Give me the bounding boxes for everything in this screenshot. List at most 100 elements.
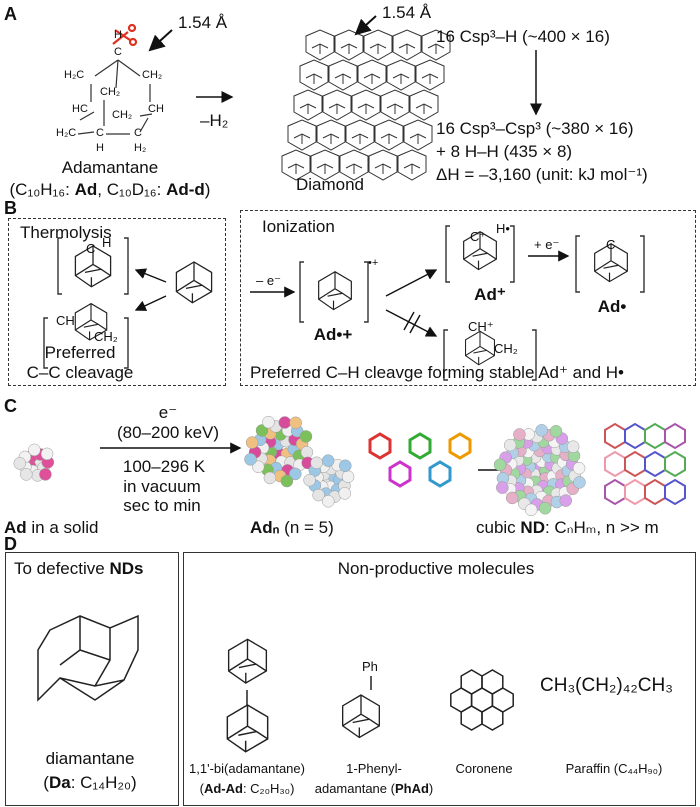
adamantane-formula: (C₁₀H₁₆: Ad, C₁₀D₁₆: Ad-d): [9, 180, 211, 199]
atom-h: H: [114, 29, 122, 41]
lattice-cell: [299, 59, 329, 91]
atom-sphere: [263, 471, 277, 485]
thermo-arrow-up: [134, 268, 167, 283]
non-productive-box: [183, 552, 696, 806]
panel-label-a: A: [4, 4, 17, 24]
stick-model: [368, 432, 392, 460]
lattice-cell: [310, 149, 340, 181]
phenyl-label: Ph: [362, 659, 378, 674]
atom-sphere: [299, 430, 313, 443]
atom-sphere: [535, 424, 548, 437]
time-range: sec to min: [123, 496, 201, 515]
energy-reactant: 16 Csp³–H (~400 × 16): [436, 27, 610, 46]
lattice-cell: [403, 119, 433, 151]
atom-sphere: [338, 487, 352, 500]
lattice-cell: [328, 59, 358, 91]
defective-nds-box: [5, 552, 179, 806]
atom-sphere: [496, 481, 509, 494]
electron-loss-label: – e⁻: [256, 273, 281, 288]
nd-stick-model: [644, 450, 666, 478]
open-cation-ch-label: CH⁺: [468, 319, 494, 334]
radical-c-label: C: [606, 237, 616, 252]
diamond-bond-pointer-arrow: [354, 15, 377, 36]
lattice-cell: [281, 149, 311, 181]
atom-sphere: [524, 503, 538, 517]
scissors-icon: [112, 23, 138, 47]
lattice-cell: [357, 59, 387, 91]
stick-model: [428, 460, 452, 488]
adamantane-structure: [77, 59, 153, 135]
energy-product-hh: + 8 H–H (435 × 8): [436, 142, 573, 161]
thermolysis-title: Thermolysis: [20, 223, 112, 242]
biadamantane-name: 1,1'-bi(adamantane): [189, 761, 305, 776]
atom-h2c: H₂C: [56, 127, 77, 139]
lattice-cell: [363, 29, 393, 61]
atom-sphere: [549, 425, 563, 438]
energy-product-cc: 16 Csp³–Csp³ (~380 × 16): [436, 119, 634, 138]
atom-h: H: [96, 142, 104, 154]
electron-energy: (80–200 keV): [116, 423, 220, 442]
radical-h-label: H: [102, 235, 112, 250]
atom-sphere: [278, 416, 292, 429]
stick-model: [388, 460, 412, 488]
ad-cation-label: Ad⁺: [474, 285, 506, 304]
atom-sphere: [339, 459, 352, 473]
radical-cation-charge: •+: [368, 257, 379, 269]
cation-c-label: C⁺: [470, 229, 487, 244]
cubic-nd-label: cubic ND: CₙHₘ, n >> m: [476, 518, 659, 537]
nd-stick-model: [624, 422, 646, 450]
non-productive-title: Non-productive molecules: [337, 559, 535, 578]
thermo-caption-2: C–C cleavage: [26, 363, 134, 382]
radical-ch2-label: CH₂: [94, 329, 118, 344]
nd-stick-model: [604, 478, 626, 506]
adn-label: Adₙ (n = 5): [250, 518, 334, 537]
atom-sphere: [13, 457, 27, 470]
atom-sphere: [28, 443, 41, 457]
biadamantane-formula: (Ad-Ad: C₂₀H₃₀): [199, 781, 295, 796]
atom-sphere: [289, 467, 302, 481]
atom-sphere: [341, 470, 355, 483]
defective-nds-title: To defective NDs: [14, 559, 144, 578]
atom-sphere: [244, 453, 257, 466]
diamantane-structure: [37, 614, 139, 702]
diamond-name: Diamond: [295, 175, 365, 194]
nd-stick-model: [624, 478, 646, 506]
atom-c: C: [134, 127, 142, 139]
h2-loss-label: –H₂: [200, 111, 229, 130]
lattice-cell: [409, 89, 439, 121]
nd-stick-model: [664, 478, 686, 506]
atom-sphere: [538, 501, 552, 515]
cc-cleavage-blocked-arrow: [385, 309, 438, 337]
lattice-cell: [374, 119, 404, 151]
ad-radical-cation-label: Ad•+: [313, 325, 353, 344]
enthalpy-change: ΔH = –3,160 (unit: kJ mol⁻¹): [436, 165, 648, 184]
ad-radical-label: Ad•: [597, 297, 627, 316]
atom-sphere: [280, 474, 294, 488]
brackets: [43, 225, 645, 381]
atom-sphere: [566, 440, 580, 453]
nd-stick-model: [664, 422, 686, 450]
atom-sphere: [312, 488, 325, 502]
paraffin-name: Paraffin (C₄₄H₉₀): [565, 761, 663, 776]
temperature-range: 100–296 K: [122, 457, 206, 476]
lattice-cell: [351, 89, 381, 121]
atom-sphere: [245, 436, 259, 449]
diamond-bond-length-label: 1.54 Å: [382, 3, 432, 22]
ionization-caption: Preferred C–H cleavge forming stable Ad⁺…: [250, 363, 624, 382]
atom-c: C: [114, 46, 122, 58]
atom-ch: CH: [148, 103, 164, 115]
atom-sphere: [251, 460, 265, 474]
lattice-cell: [322, 89, 352, 121]
atom-sphere: [559, 494, 573, 507]
atom-sphere: [573, 476, 586, 489]
diamantane-formula: (Da: C₁₄H₂₀): [43, 773, 137, 792]
lattice-cell: [305, 29, 335, 61]
ionization-title: Ionization: [262, 217, 335, 236]
radical-c-label: C: [86, 241, 96, 256]
atom-sphere: [303, 473, 316, 487]
diamantane-name: diamantane: [45, 749, 135, 768]
radical-ch-label: CH: [56, 313, 75, 328]
nd-stick-model: [664, 450, 686, 478]
atom-sphere: [572, 461, 586, 475]
atom-sphere: [262, 415, 275, 429]
